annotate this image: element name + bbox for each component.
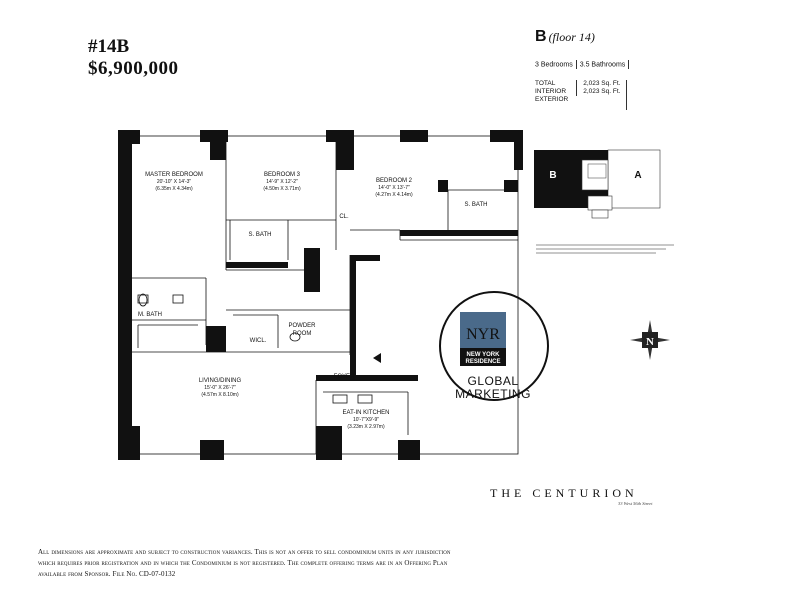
key-plan-note: [536, 244, 676, 258]
key-unit-a: A: [634, 170, 641, 181]
walk-in-closet: WICL.: [250, 338, 267, 344]
area-values: 2,023 Sq. Ft. 2,023 Sq. Ft.: [576, 80, 620, 96]
logo-monogram: NYR: [466, 326, 500, 343]
room-master-bedroom: MASTER BEDROOM: [145, 172, 203, 178]
logo-text-marketing: MARKETING: [455, 387, 531, 401]
svg-text:14'-0" X 13'-7": 14'-0" X 13'-7": [378, 185, 410, 191]
exterior-label: EXTERIOR: [535, 96, 569, 103]
room-m-bath: M. BATH: [138, 312, 162, 318]
floor-label: (floor 14): [548, 30, 595, 44]
global-marketing-logo: NYR NEW YORK RESIDENCE: [439, 291, 549, 401]
svg-text:(4.50m X 3.71m): (4.50m X 3.71m): [263, 186, 301, 192]
svg-text:(6.35m X 4.34m): (6.35m X 4.34m): [155, 186, 193, 192]
total-value: 2,023 Sq. Ft.: [583, 80, 621, 87]
key-unit-b: B: [549, 170, 556, 181]
room-s-bath-2: S. BATH: [465, 202, 488, 208]
logo-badge-line2: RESIDENCE: [465, 359, 500, 365]
logo-badge-line1: NEW YORK: [467, 352, 501, 358]
svg-text:15'-0" X 26'-7": 15'-0" X 26'-7": [204, 385, 236, 391]
room-powder-1: POWDER: [289, 323, 317, 329]
svg-text:10'-7"X9'-9": 10'-7"X9'-9": [353, 417, 379, 423]
svg-text:(3.23m X 2.97m): (3.23m X 2.97m): [347, 424, 385, 430]
closet-label: CL.: [339, 214, 349, 220]
rooms-summary: 3 Bedrooms 3.5 Bathrooms: [535, 60, 632, 69]
building-name: THE CENTURION: [490, 486, 638, 500]
legal-disclaimer: All dimensions are approximate and subje…: [38, 548, 451, 578]
svg-text:(4.27m X 4.14m): (4.27m X 4.14m): [375, 192, 413, 198]
svg-text:14'-9" X 12'-2": 14'-9" X 12'-2": [266, 179, 298, 185]
area-table: TOTAL INTERIOR EXTERIOR 2,023 Sq. Ft. 2,…: [535, 80, 628, 110]
total-label: TOTAL: [535, 80, 556, 87]
svg-text:(4.57m X 8.10m): (4.57m X 8.10m): [201, 392, 239, 398]
room-living-dining: LIVING/DINING: [199, 378, 242, 384]
room-s-bath-1: S. BATH: [249, 232, 272, 238]
room-bedroom-2: BEDROOM 2: [376, 178, 413, 184]
interior-label: INTERIOR: [535, 88, 567, 95]
compass-label: N: [646, 336, 654, 348]
foyer-label: FOYER: [334, 374, 355, 380]
room-eat-in-kitchen: EAT-IN KITCHEN: [343, 410, 390, 416]
room-bedroom-3: BEDROOM 3: [264, 172, 301, 178]
bedrooms-count: 3 Bedrooms: [535, 61, 573, 69]
interior-value: 2,023 Sq. Ft.: [583, 88, 621, 95]
building-address: 33 West 56th Street: [618, 501, 653, 506]
unit-line-letter: B: [535, 28, 547, 45]
floor-plan: MASTER BEDROOM 20'-10" X 14'-3" (6.35m X…: [118, 130, 523, 460]
room-powder-2: ROOM: [293, 331, 312, 337]
key-plan: B A: [534, 149, 661, 219]
unit-number: #14B: [88, 36, 130, 57]
bathrooms-count: 3.5 Bathrooms: [579, 61, 626, 69]
unit-price: $6,900,000: [88, 58, 179, 79]
logo-text-global: GLOBAL: [467, 374, 519, 388]
svg-text:20'-10" X 14'-3": 20'-10" X 14'-3": [157, 179, 192, 185]
area-labels: TOTAL INTERIOR EXTERIOR: [535, 80, 568, 104]
north-compass-icon: N: [630, 320, 670, 360]
unit-line-heading: B(floor 14): [535, 28, 595, 46]
